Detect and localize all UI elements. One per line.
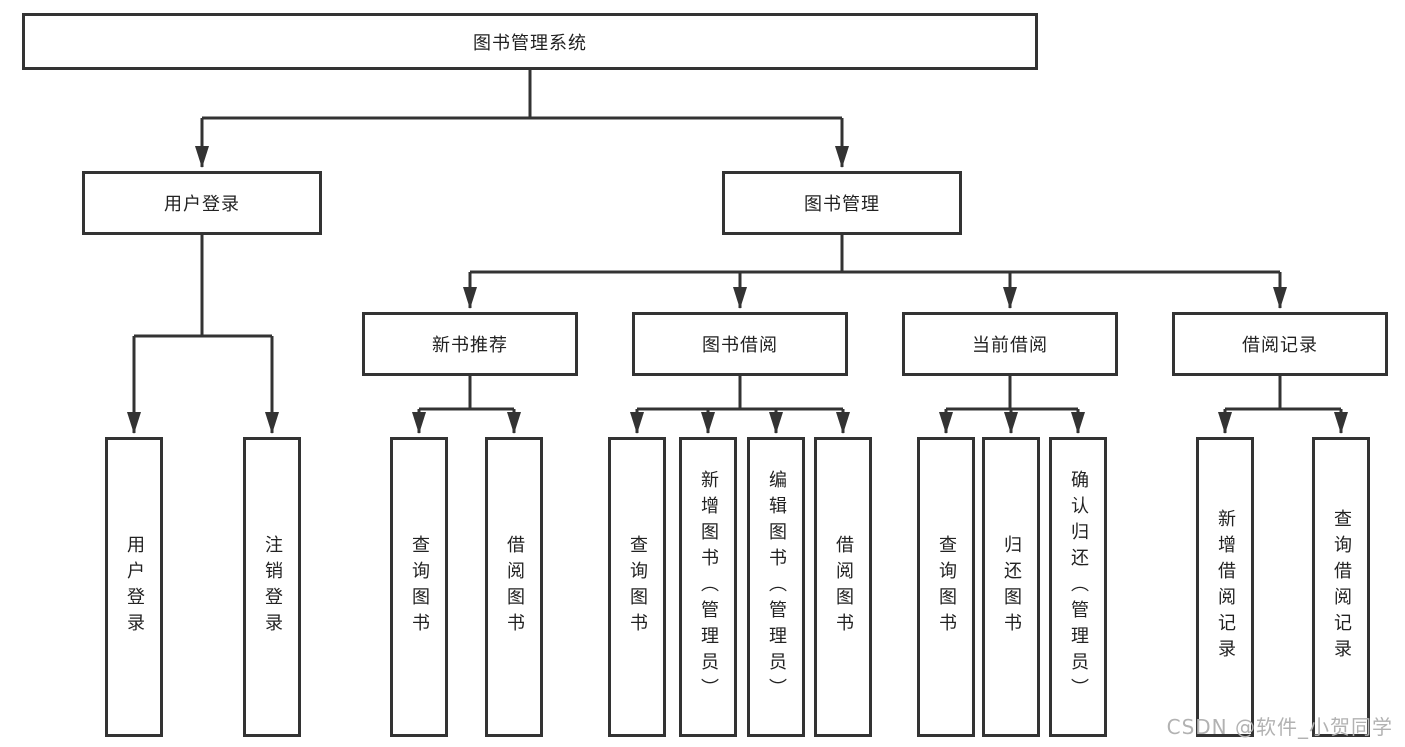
leaf-borrow-book-1: 借阅图书 <box>485 437 543 737</box>
leaf-query-book-1: 查询图书 <box>390 437 448 737</box>
node-borrow-records: 借阅记录 <box>1172 312 1388 376</box>
leaf-borrow-book-2: 借阅图书 <box>814 437 872 737</box>
leaf-query-book-3: 查询图书 <box>917 437 975 737</box>
node-book-borrow: 图书借阅 <box>632 312 848 376</box>
leaf-return-book: 归还图书 <box>982 437 1040 737</box>
leaf-user-login: 用户登录 <box>105 437 163 737</box>
leaf-edit-book-admin: 编辑图书（管理员） <box>747 437 805 737</box>
node-root-system: 图书管理系统 <box>22 13 1038 70</box>
leaf-confirm-return-admin: 确认归还（管理员） <box>1049 437 1107 737</box>
leaf-add-borrow-record: 新增借阅记录 <box>1196 437 1254 737</box>
node-book-management: 图书管理 <box>722 171 962 235</box>
leaf-query-book-2: 查询图书 <box>608 437 666 737</box>
node-new-book-recommend: 新书推荐 <box>362 312 578 376</box>
leaf-add-book-admin: 新增图书（管理员） <box>679 437 737 737</box>
leaf-query-borrow-record: 查询借阅记录 <box>1312 437 1370 737</box>
node-current-borrow: 当前借阅 <box>902 312 1118 376</box>
leaf-logout: 注销登录 <box>243 437 301 737</box>
csdn-watermark: CSDN @软件_小贺同学 <box>1166 715 1393 739</box>
node-user-login: 用户登录 <box>82 171 322 235</box>
